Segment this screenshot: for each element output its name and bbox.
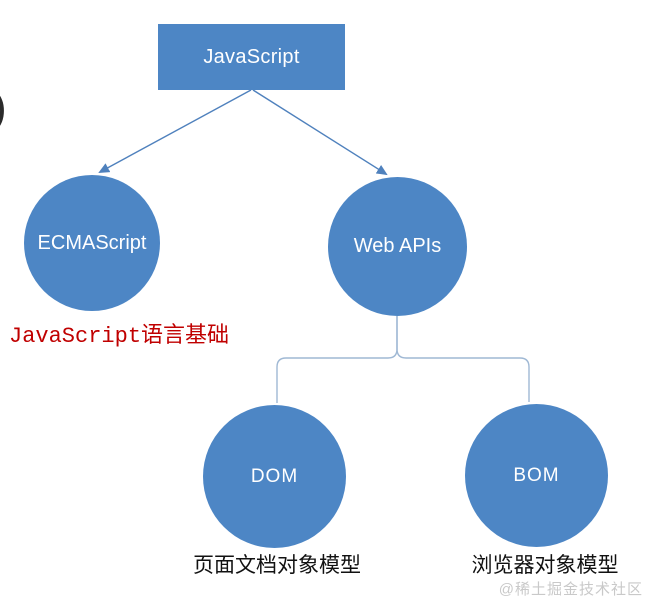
node-bom: BOM (465, 404, 608, 547)
edge-javascript-ecmascript (98, 89, 252, 173)
node-webapis-label: Web APIs (353, 235, 442, 257)
edge-webapis-bom (396, 316, 530, 402)
bom-caption: 浏览器对象模型 (471, 554, 619, 577)
edge-webapis-dom (276, 316, 398, 403)
dom-caption: 页面文档对象模型 (193, 554, 361, 577)
node-dom-label: DOM (250, 465, 299, 487)
edge-javascript-webapis (252, 89, 388, 176)
node-javascript: JavaScript (158, 24, 345, 90)
watermark: @稀土掘金技术社区 (498, 581, 643, 598)
cropped-parenthesis-glyph: ) (0, 86, 7, 130)
node-ecmascript: ECMAScript (24, 175, 160, 311)
node-bom-label: BOM (513, 464, 560, 486)
node-dom: DOM (203, 405, 346, 548)
node-javascript-label: JavaScript (203, 45, 300, 68)
node-webapis: Web APIs (328, 177, 467, 316)
node-ecmascript-label: ECMAScript (37, 231, 147, 254)
ecmascript-annotation: JavaScript语言基础 (9, 324, 230, 349)
